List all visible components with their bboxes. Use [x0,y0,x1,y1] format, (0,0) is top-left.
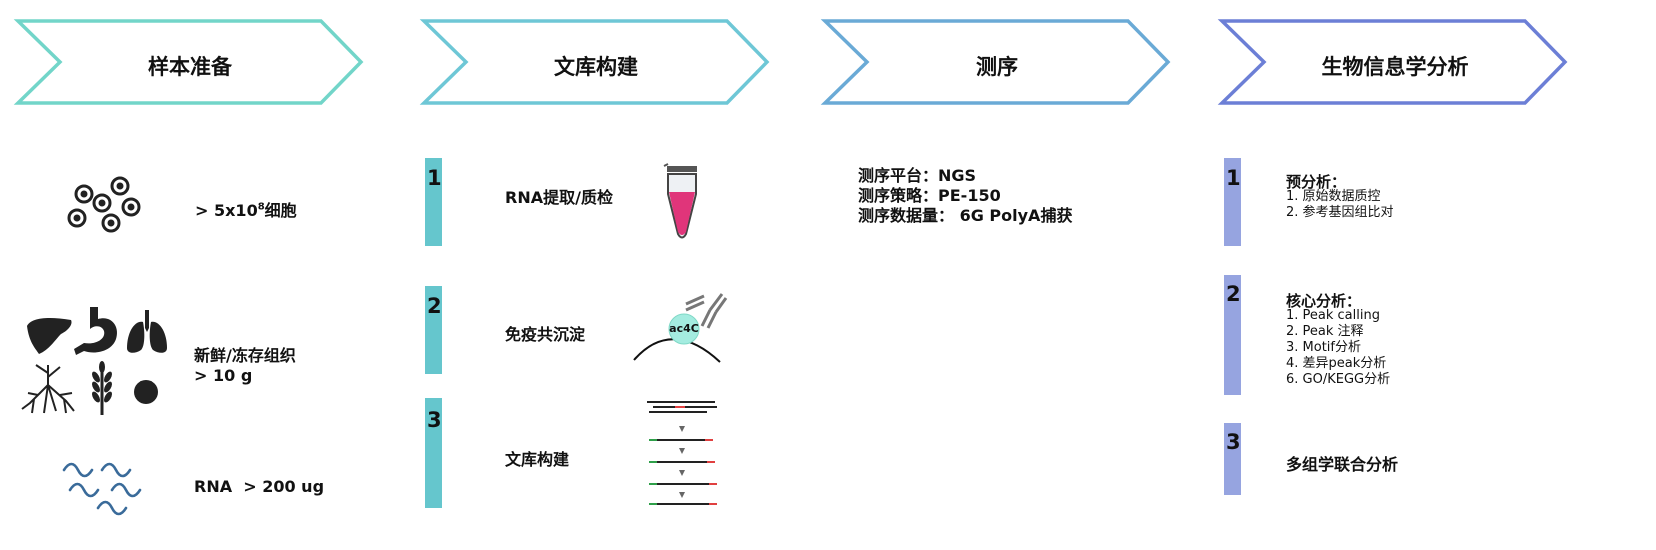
analysis-step-title-1: 预分析： [1286,173,1347,191]
root-icon [21,364,75,414]
chevron-sequencing [820,19,1171,105]
ac4c-badge: ac4C [669,322,699,335]
stomach-icon [74,307,118,355]
library-step-bar-2 [425,286,442,374]
chevron-sample-prep [13,19,364,105]
sequencing-info: 测序平台：NGS 测序策略：PE-150 测序数据量： 6G PolyA捕获 [858,166,1072,226]
analysis-step-items-2: 1. Peak calling 2. Peak 注释 3. Motif分析 4.… [1286,308,1391,387]
library-step-bar-3 [425,398,442,508]
analysis-step-number-3: 3 [1226,430,1241,454]
stage-title-sequencing: 测序 [976,55,1018,79]
rna-wave-icon [62,462,142,516]
library-step-label-1: RNA提取/质检 [505,188,613,207]
tube-icon [663,163,697,239]
wheat-icon [92,361,112,415]
analysis-step-bar-3 [1224,423,1241,495]
rna-label: RNA > 200 ug [194,477,325,496]
analysis-step-number-1: 1 [1226,166,1241,190]
seq-strategy-line: 测序策略：PE-150 [858,186,1001,205]
library-step-number-3: 3 [427,408,442,432]
analysis-step-title-3: 多组学联合分析 [1286,455,1399,474]
stage-title-bioinformatics: 生物信息学分析 [1321,55,1469,79]
library-step-label-3: 文库构建 [505,450,570,469]
tissue-label: 新鲜/冻存组织 > 10 g [194,346,296,385]
stage-title-sample-prep: 样本准备 [148,55,232,79]
library-step-bar-1 [425,158,442,246]
cells-icon [67,176,141,233]
library-step-label-2: 免疫共沉淀 [505,325,586,344]
analysis-step-title-2: 核心分析： [1286,292,1362,310]
seq-platform-line: 测序平台：NGS [858,166,977,185]
library-step-number-1: 1 [427,166,442,190]
seq-data-line: 测序数据量： 6G PolyA捕获 [858,206,1073,225]
analysis-step-bar-1 [1224,158,1241,246]
analysis-step-bar-2 [1224,275,1241,395]
chevron-library [419,19,770,105]
analysis-step-items-1: 1. 原始数据质控 2. 参考基因组比对 [1286,189,1394,220]
analysis-step-number-2: 2 [1226,282,1241,306]
cells-label: > 5x108细胞 [195,201,297,220]
antibody-icon [633,293,728,363]
liver-icon [27,318,72,354]
chevron-bioinformatics [1217,19,1568,105]
stage-title-library: 文库构建 [554,55,638,79]
library-reads-icon [647,401,717,505]
library-step-number-2: 2 [427,294,442,318]
lungs-icon [127,310,167,353]
tomato-icon [134,380,158,404]
